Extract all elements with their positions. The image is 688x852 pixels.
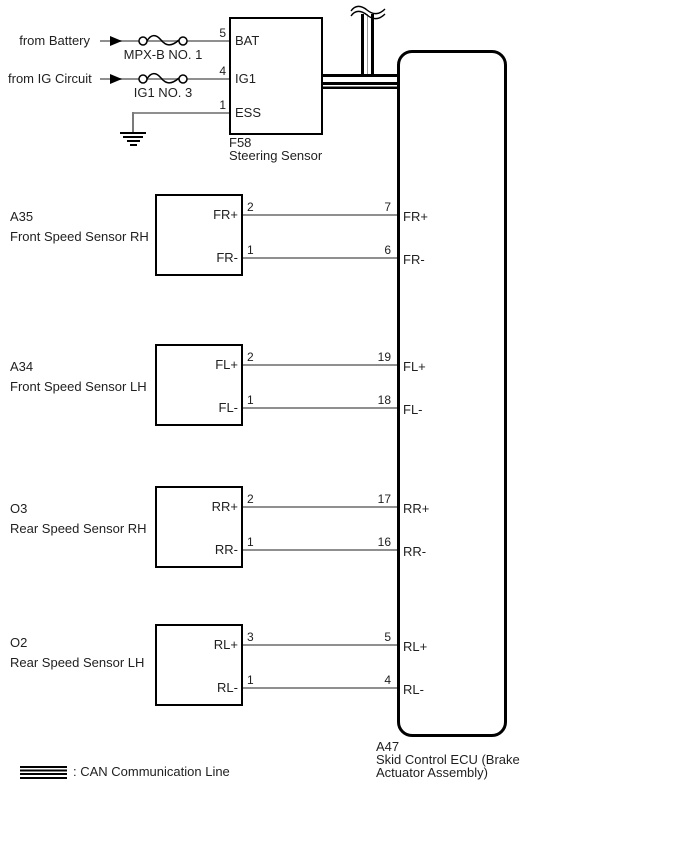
ecu-port: FL+ xyxy=(403,359,426,374)
ecu-pin: 19 xyxy=(377,350,391,364)
sensor-port: RL- xyxy=(217,680,238,695)
ground-lead xyxy=(132,112,134,132)
steering-sensor-code: F58 xyxy=(229,135,252,150)
can-line-horizontal xyxy=(323,74,397,89)
sensor-pin: 1 xyxy=(247,535,254,549)
signal-wire xyxy=(243,257,397,259)
sensor-code: A35 xyxy=(10,209,34,224)
signal-wire xyxy=(243,407,397,409)
sensor-pin: 1 xyxy=(247,243,254,257)
signal-wire xyxy=(243,687,397,689)
sensor-code: A34 xyxy=(10,359,34,374)
ig1-wire xyxy=(100,78,229,80)
sensor-port: RR+ xyxy=(211,499,238,514)
sensor-port: RL+ xyxy=(213,637,238,652)
can-line-vertical xyxy=(361,14,374,74)
can-line-symbol-icon xyxy=(20,766,67,779)
fuse-icon xyxy=(138,34,188,46)
signal-wire xyxy=(243,364,397,366)
port-ess: ESS xyxy=(235,105,262,120)
signal-wire xyxy=(243,214,397,216)
fuse-label: MPX-B NO. 1 xyxy=(123,47,203,62)
sensor-code: O3 xyxy=(10,501,28,516)
signal-wire xyxy=(243,644,397,646)
sensor-pin: 2 xyxy=(247,200,254,214)
sensor-pin: 1 xyxy=(247,393,254,407)
arrow-right-icon xyxy=(110,36,122,46)
ecu-port: FR- xyxy=(403,252,425,267)
skid-control-ecu-box xyxy=(397,50,507,737)
ecu-name-line1: Skid Control ECU (Brake xyxy=(376,752,520,767)
sensor-port: FR+ xyxy=(213,207,238,222)
speed-sensor-box xyxy=(155,486,243,568)
steering-sensor-box xyxy=(229,17,323,135)
arrow-right-icon xyxy=(110,74,122,84)
ecu-port: RL+ xyxy=(403,639,428,654)
sensor-pin: 2 xyxy=(247,492,254,506)
speed-sensor-box xyxy=(155,194,243,276)
steering-pin-4: 4 xyxy=(219,64,226,78)
sensor-name: Front Speed Sensor LH xyxy=(10,379,147,394)
port-bat: BAT xyxy=(235,33,260,48)
ecu-name-line2: Actuator Assembly) xyxy=(376,765,488,780)
from-ig-circuit-label: from IG Circuit xyxy=(8,71,92,86)
ecu-code: A47 xyxy=(376,739,400,754)
can-break-icon xyxy=(350,5,386,20)
ecu-port: RR+ xyxy=(403,501,430,516)
ecu-pin: 5 xyxy=(384,630,391,644)
speed-sensor-box xyxy=(155,344,243,426)
ecu-port: FL- xyxy=(403,402,423,417)
ecu-pin: 6 xyxy=(384,243,391,257)
sensor-pin: 1 xyxy=(247,673,254,687)
bat-wire xyxy=(100,40,229,42)
sensor-port: FL- xyxy=(218,400,239,415)
steering-sensor-name: Steering Sensor xyxy=(229,148,323,163)
ecu-pin: 7 xyxy=(384,200,391,214)
sensor-port: FL+ xyxy=(215,357,238,372)
fuse-icon xyxy=(138,72,188,84)
ecu-port: RL- xyxy=(403,682,424,697)
signal-wire xyxy=(243,506,397,508)
fuse-label: IG1 NO. 3 xyxy=(133,85,193,100)
sensor-port: RR- xyxy=(214,542,238,557)
sensor-name: Front Speed Sensor RH xyxy=(10,229,149,244)
ecu-pin: 16 xyxy=(377,535,391,549)
sensor-code: O2 xyxy=(10,635,28,650)
ecu-pin: 4 xyxy=(384,673,391,687)
from-battery-label: from Battery xyxy=(19,33,90,48)
sensor-pin: 2 xyxy=(247,350,254,364)
sensor-name: Rear Speed Sensor LH xyxy=(10,655,145,670)
sensor-name: Rear Speed Sensor RH xyxy=(10,521,147,536)
steering-pin-1: 1 xyxy=(219,98,226,112)
steering-pin-5: 5 xyxy=(219,26,226,40)
ecu-port: RR- xyxy=(403,544,427,559)
ess-wire xyxy=(133,112,229,114)
port-ig1: IG1 xyxy=(235,71,256,86)
sensor-pin: 3 xyxy=(247,630,254,644)
can-legend-label: : CAN Communication Line xyxy=(73,764,230,779)
sensor-port: FR- xyxy=(216,250,238,265)
ecu-pin: 18 xyxy=(377,393,391,407)
speed-sensor-box xyxy=(155,624,243,706)
ecu-port: FR+ xyxy=(403,209,428,224)
signal-wire xyxy=(243,549,397,551)
ecu-pin: 17 xyxy=(377,492,391,506)
